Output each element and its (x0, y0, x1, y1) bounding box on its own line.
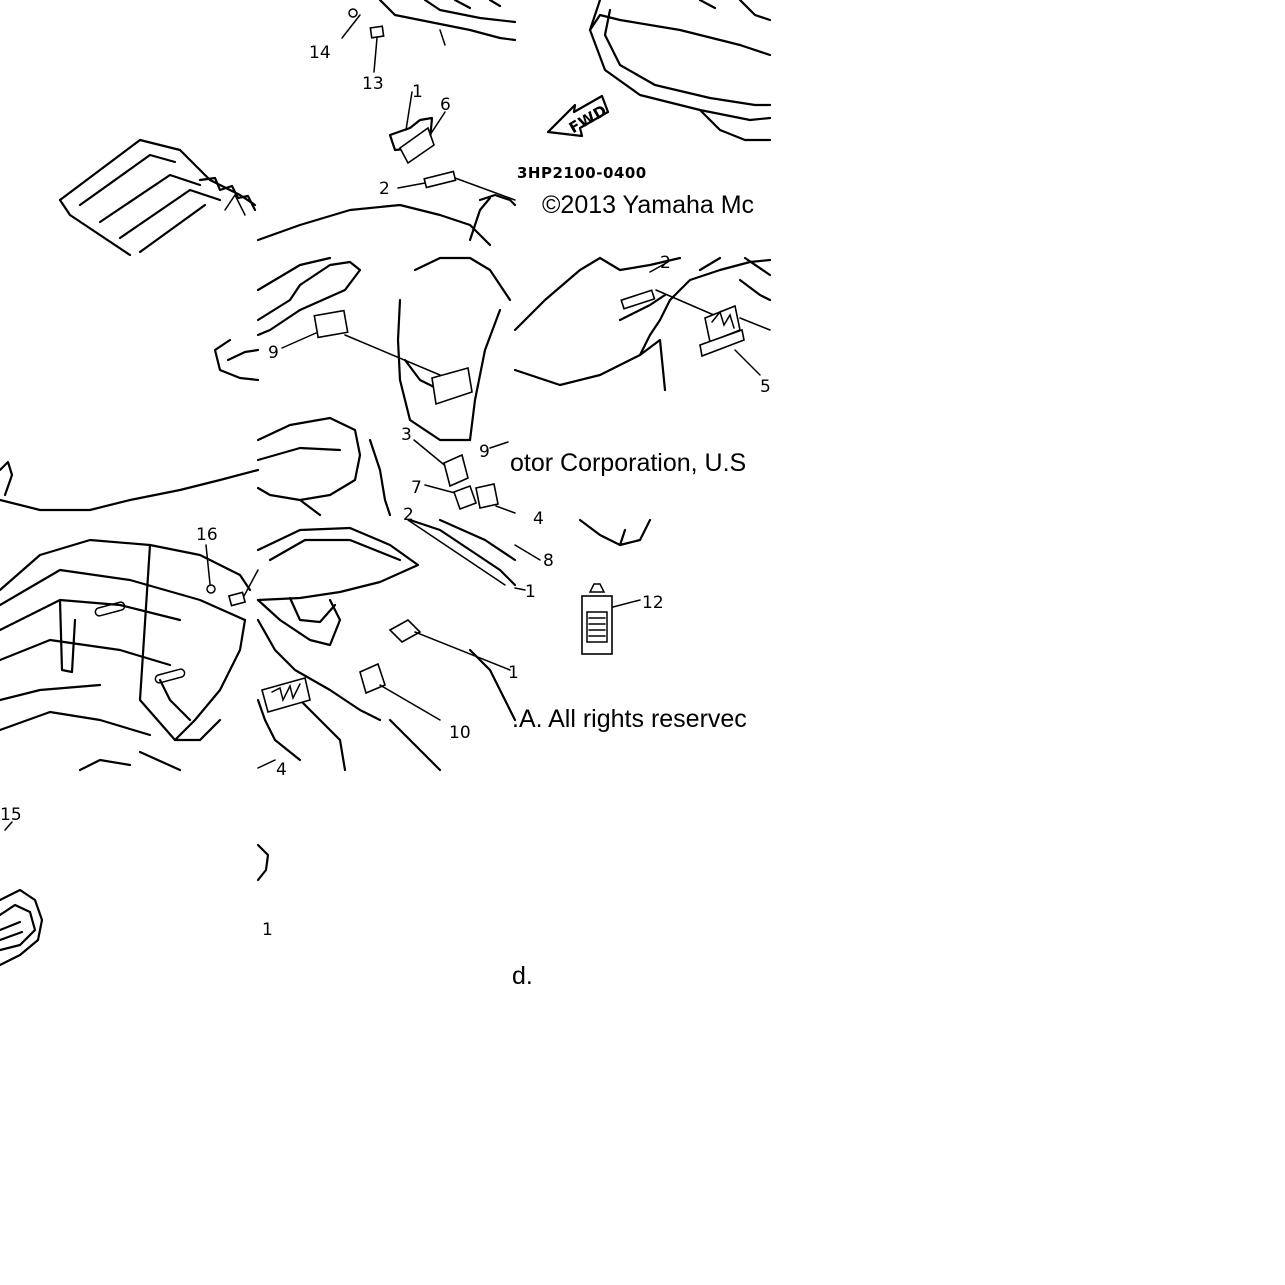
copyright-line-3: .A. All rights reservec (512, 705, 747, 733)
callout-4: 4 (533, 509, 544, 529)
callout-15: 15 (0, 805, 22, 825)
callout-12: 12 (642, 593, 664, 613)
callout-1-bottom: 1 (262, 920, 273, 940)
manual-tile: .A. All rights reservec (512, 518, 747, 733)
callout-2-top: 2 (379, 179, 390, 199)
callout-5: 5 (760, 377, 771, 397)
callout-7: 7 (411, 478, 422, 498)
callout-1-mid: 1 (525, 582, 536, 602)
copyright-line-1: ©2013 Yamaha Mc (542, 191, 754, 219)
callout-13: 13 (362, 74, 384, 94)
callout-2-right: 2 (660, 253, 671, 273)
callout-1-top: 1 (412, 82, 423, 102)
callout-1-right: 1 (508, 663, 519, 683)
decal-group (413, 439, 516, 514)
front-fender-tile: FWD 3HP2100-0400 ©2013 Yamaha Mc (517, 0, 772, 219)
lower-fragments (0, 821, 270, 967)
callout-16: 16 (196, 525, 218, 545)
callout-6: 6 (440, 95, 451, 115)
callout-9-left: 9 (268, 343, 279, 363)
callout-labels: 14 13 1 6 2 9 2 5 3 9 7 2 4 8 1 12 1 10 … (0, 43, 771, 940)
rear-rack-tile-bottom (0, 460, 260, 772)
body-tile (256, 518, 517, 772)
copyright-line-4: d. (512, 962, 533, 990)
rear-fender-tile (213, 256, 512, 517)
callout-2-lower: 2 (403, 505, 414, 525)
callout-10: 10 (449, 723, 471, 743)
callout-9-mid: 9 (479, 442, 490, 462)
callout-4-lower: 4 (276, 760, 287, 780)
callout-14: 14 (309, 43, 331, 63)
fwd-arrow: FWD (546, 94, 610, 137)
part-code-label: 3HP2100-0400 (517, 164, 647, 182)
front-fender-right-tile: otor Corporation, U.S (489, 256, 772, 477)
rear-rack-tile-top (58, 0, 517, 257)
copyright-line-2: otor Corporation, U.S (510, 449, 746, 477)
emblem-decal (699, 304, 745, 358)
callout-3: 3 (401, 425, 412, 445)
owners-manual (581, 583, 613, 655)
callout-8: 8 (543, 551, 554, 571)
